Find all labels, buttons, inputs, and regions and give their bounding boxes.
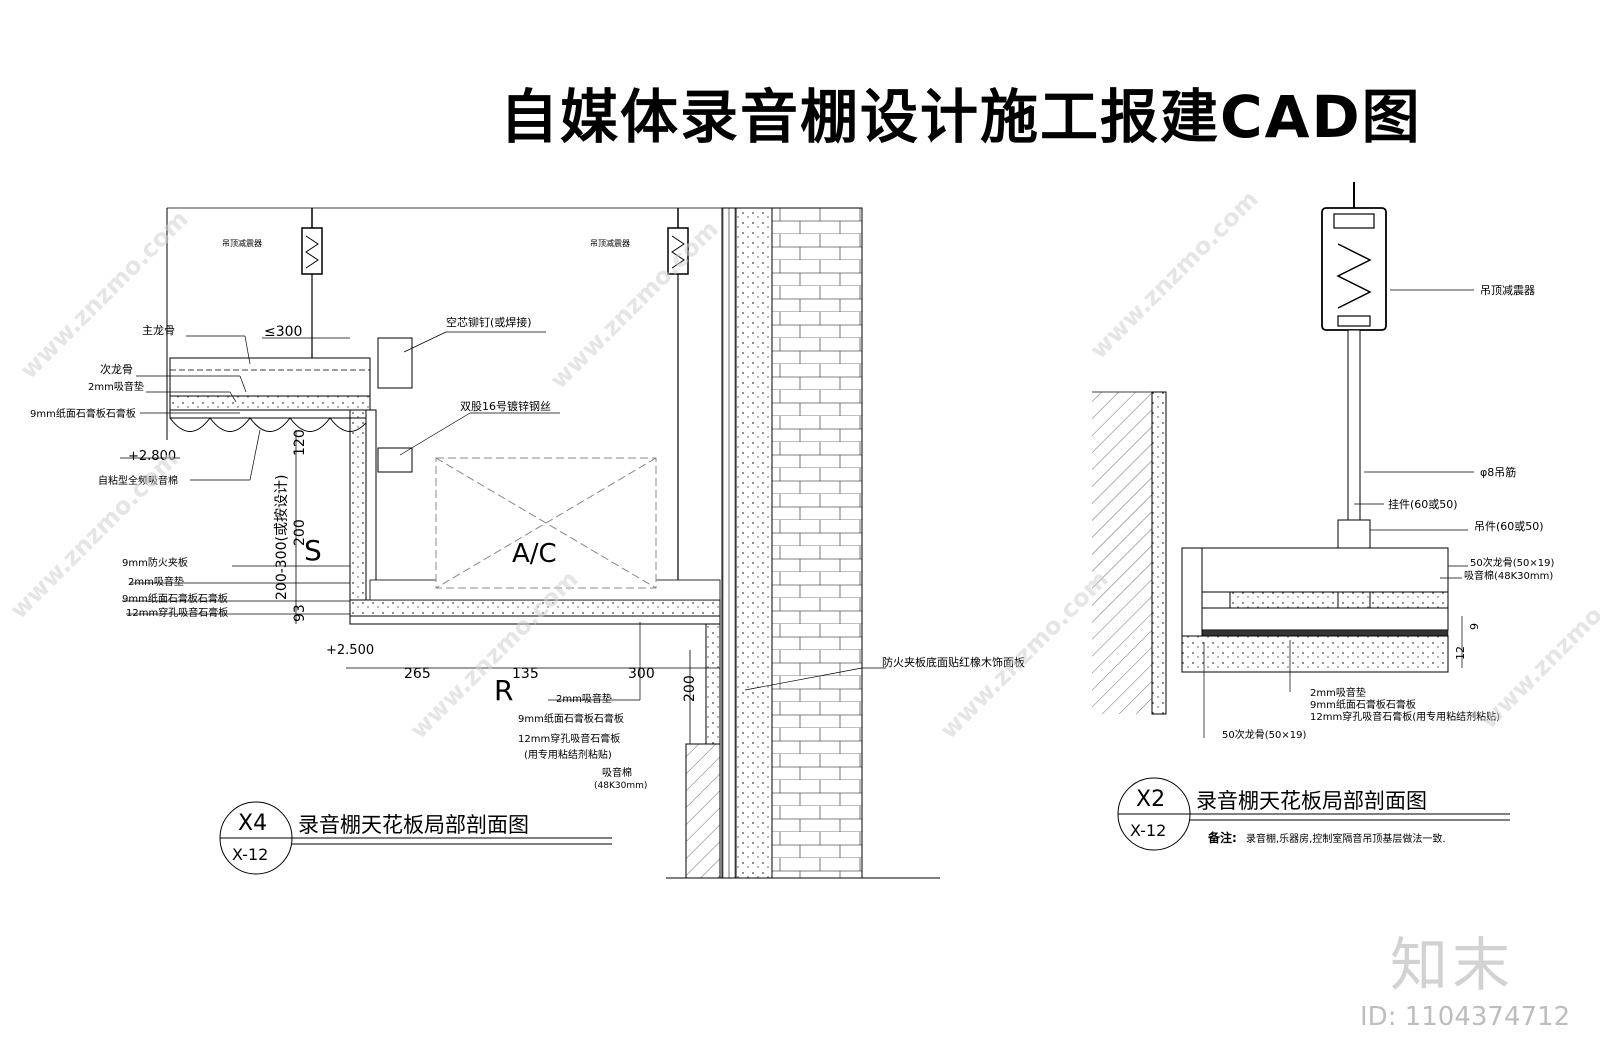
dim-300: 300 [628, 666, 655, 682]
dim-200-300: 200-300(或按设计) [274, 475, 290, 600]
detail-ref-x2: X2 X-12 录音棚天花板局部剖面图 备注: 录音棚,乐器房,控制室隔音吊顶基… [1117, 777, 1510, 851]
r-label-keel: 50次龙骨(50×19) [1470, 556, 1554, 569]
note-label: 备注: [1207, 830, 1237, 845]
ac-label: A/C [512, 539, 557, 569]
dim-135: 135 [512, 666, 539, 682]
dim-265: 265 [404, 666, 431, 682]
hanger-icon [1321, 182, 1387, 611]
dim-spacing: ≤300 [264, 324, 302, 340]
brand-logo: 知末 [1390, 931, 1515, 999]
watermark-site: www.znzmo.com [934, 565, 1113, 744]
r-dim-9: 9 [1468, 623, 1481, 630]
supply-mark: S [304, 534, 322, 567]
label-veneer: 防火夹板底面贴红橡木饰面板 [882, 655, 1025, 669]
dim-200: 200 [292, 519, 308, 546]
r-label-hook: 挂件(60或50) [1388, 497, 1458, 511]
drawing-title: 自媒体录音棚设计施工报建CAD图 [500, 83, 1422, 151]
r-dim-12: 12 [1454, 646, 1467, 660]
r-label-rod: φ8吊筋 [1480, 465, 1516, 479]
label-elev-bottom: +2.500 [326, 643, 374, 658]
image-id: ID: 1104374712 [1360, 1002, 1571, 1032]
label-gypsum-9mm-b: 9mm纸面石膏板石膏板 [122, 592, 228, 605]
ref-code-x2: X2 [1136, 787, 1165, 812]
label-sub-keel: 次龙骨 [100, 362, 133, 376]
detail-ref-x4: X4 X-12 录音棚天花板局部剖面图 [219, 801, 612, 875]
label-fire-board: 9mm防火夹板 [122, 556, 188, 569]
label-cotton-self: 自粘型全频吸音棉 [98, 474, 178, 487]
label-rivet: 空芯铆钉(或焊接) [446, 315, 532, 329]
r-label-pad: 2mm吸音垫 [1310, 686, 1366, 699]
note-text: 录音棚,乐器房,控制室隔音吊顶基层做法一致. [1246, 832, 1446, 845]
left-section: 吊顶减震器 吊顶减震器 A/C S R [30, 207, 1025, 879]
r-label-keel-bottom: 50次龙骨(50×19) [1222, 728, 1306, 741]
label-wire: 双股16号镀锌钢丝 [460, 399, 551, 413]
r-label-perf: 12mm穿孔吸音石膏板(用专用粘结剂粘贴) [1310, 710, 1500, 723]
label-hanger-a: 吊顶减震器 [222, 238, 262, 248]
label-hanger-b: 吊顶减震器 [590, 238, 630, 248]
label-pad-2mm-b: 2mm吸音垫 [128, 575, 184, 588]
r-label-gypsum: 9mm纸面石膏板石膏板 [1310, 698, 1416, 711]
sheet-code-right: X-12 [1130, 821, 1166, 840]
hanger-icon [667, 208, 689, 590]
label-pad-2mm-c: 2mm吸音垫 [556, 692, 612, 705]
label-pad-2mm: 2mm吸音垫 [88, 380, 144, 393]
label-perf-12mm-c: 12mm穿孔吸音石膏板 [518, 732, 620, 745]
dim-120: 120 [292, 429, 308, 456]
dim-200-v: 200 [682, 675, 698, 702]
label-gypsum-9mm-c: 9mm纸面石膏板石膏板 [518, 712, 624, 725]
return-mark: R [494, 674, 513, 707]
dim-93: 93 [292, 604, 308, 622]
label-perf-12mm: 12mm穿孔吸音石膏板 [126, 606, 228, 619]
hanger-icon [301, 208, 323, 380]
label-main-keel: 主龙骨 [142, 324, 175, 337]
ref-code-x4: X4 [238, 811, 267, 836]
caption-left: 录音棚天花板局部剖面图 [298, 813, 529, 837]
r-label-hanger: 吊顶减震器 [1480, 284, 1535, 297]
label-cotton-spec: (48K30mm) [594, 781, 647, 791]
r-label-cotton: 吸音棉(48K30mm) [1464, 569, 1553, 582]
watermark-site: www.znzmo.com [544, 215, 723, 394]
sheet-code-left: X-12 [232, 845, 268, 864]
caption-right: 录音棚天花板局部剖面图 [1196, 789, 1427, 813]
r-label-clip: 吊件(60或50) [1474, 520, 1544, 533]
label-elev-top: +2.800 [128, 449, 176, 464]
label-cotton: 吸音棉 [602, 766, 632, 779]
watermark-site: www.znzmo.com [1084, 185, 1263, 364]
right-section: 吊顶减震器 φ8吊筋 挂件(60或50) 吊件(60或50) 50次龙骨(50×… [1092, 182, 1554, 851]
label-gypsum-9mm: 9mm纸面石膏板石膏板 [30, 407, 136, 420]
label-glue-note: (用专用粘结剂粘贴) [524, 748, 612, 761]
